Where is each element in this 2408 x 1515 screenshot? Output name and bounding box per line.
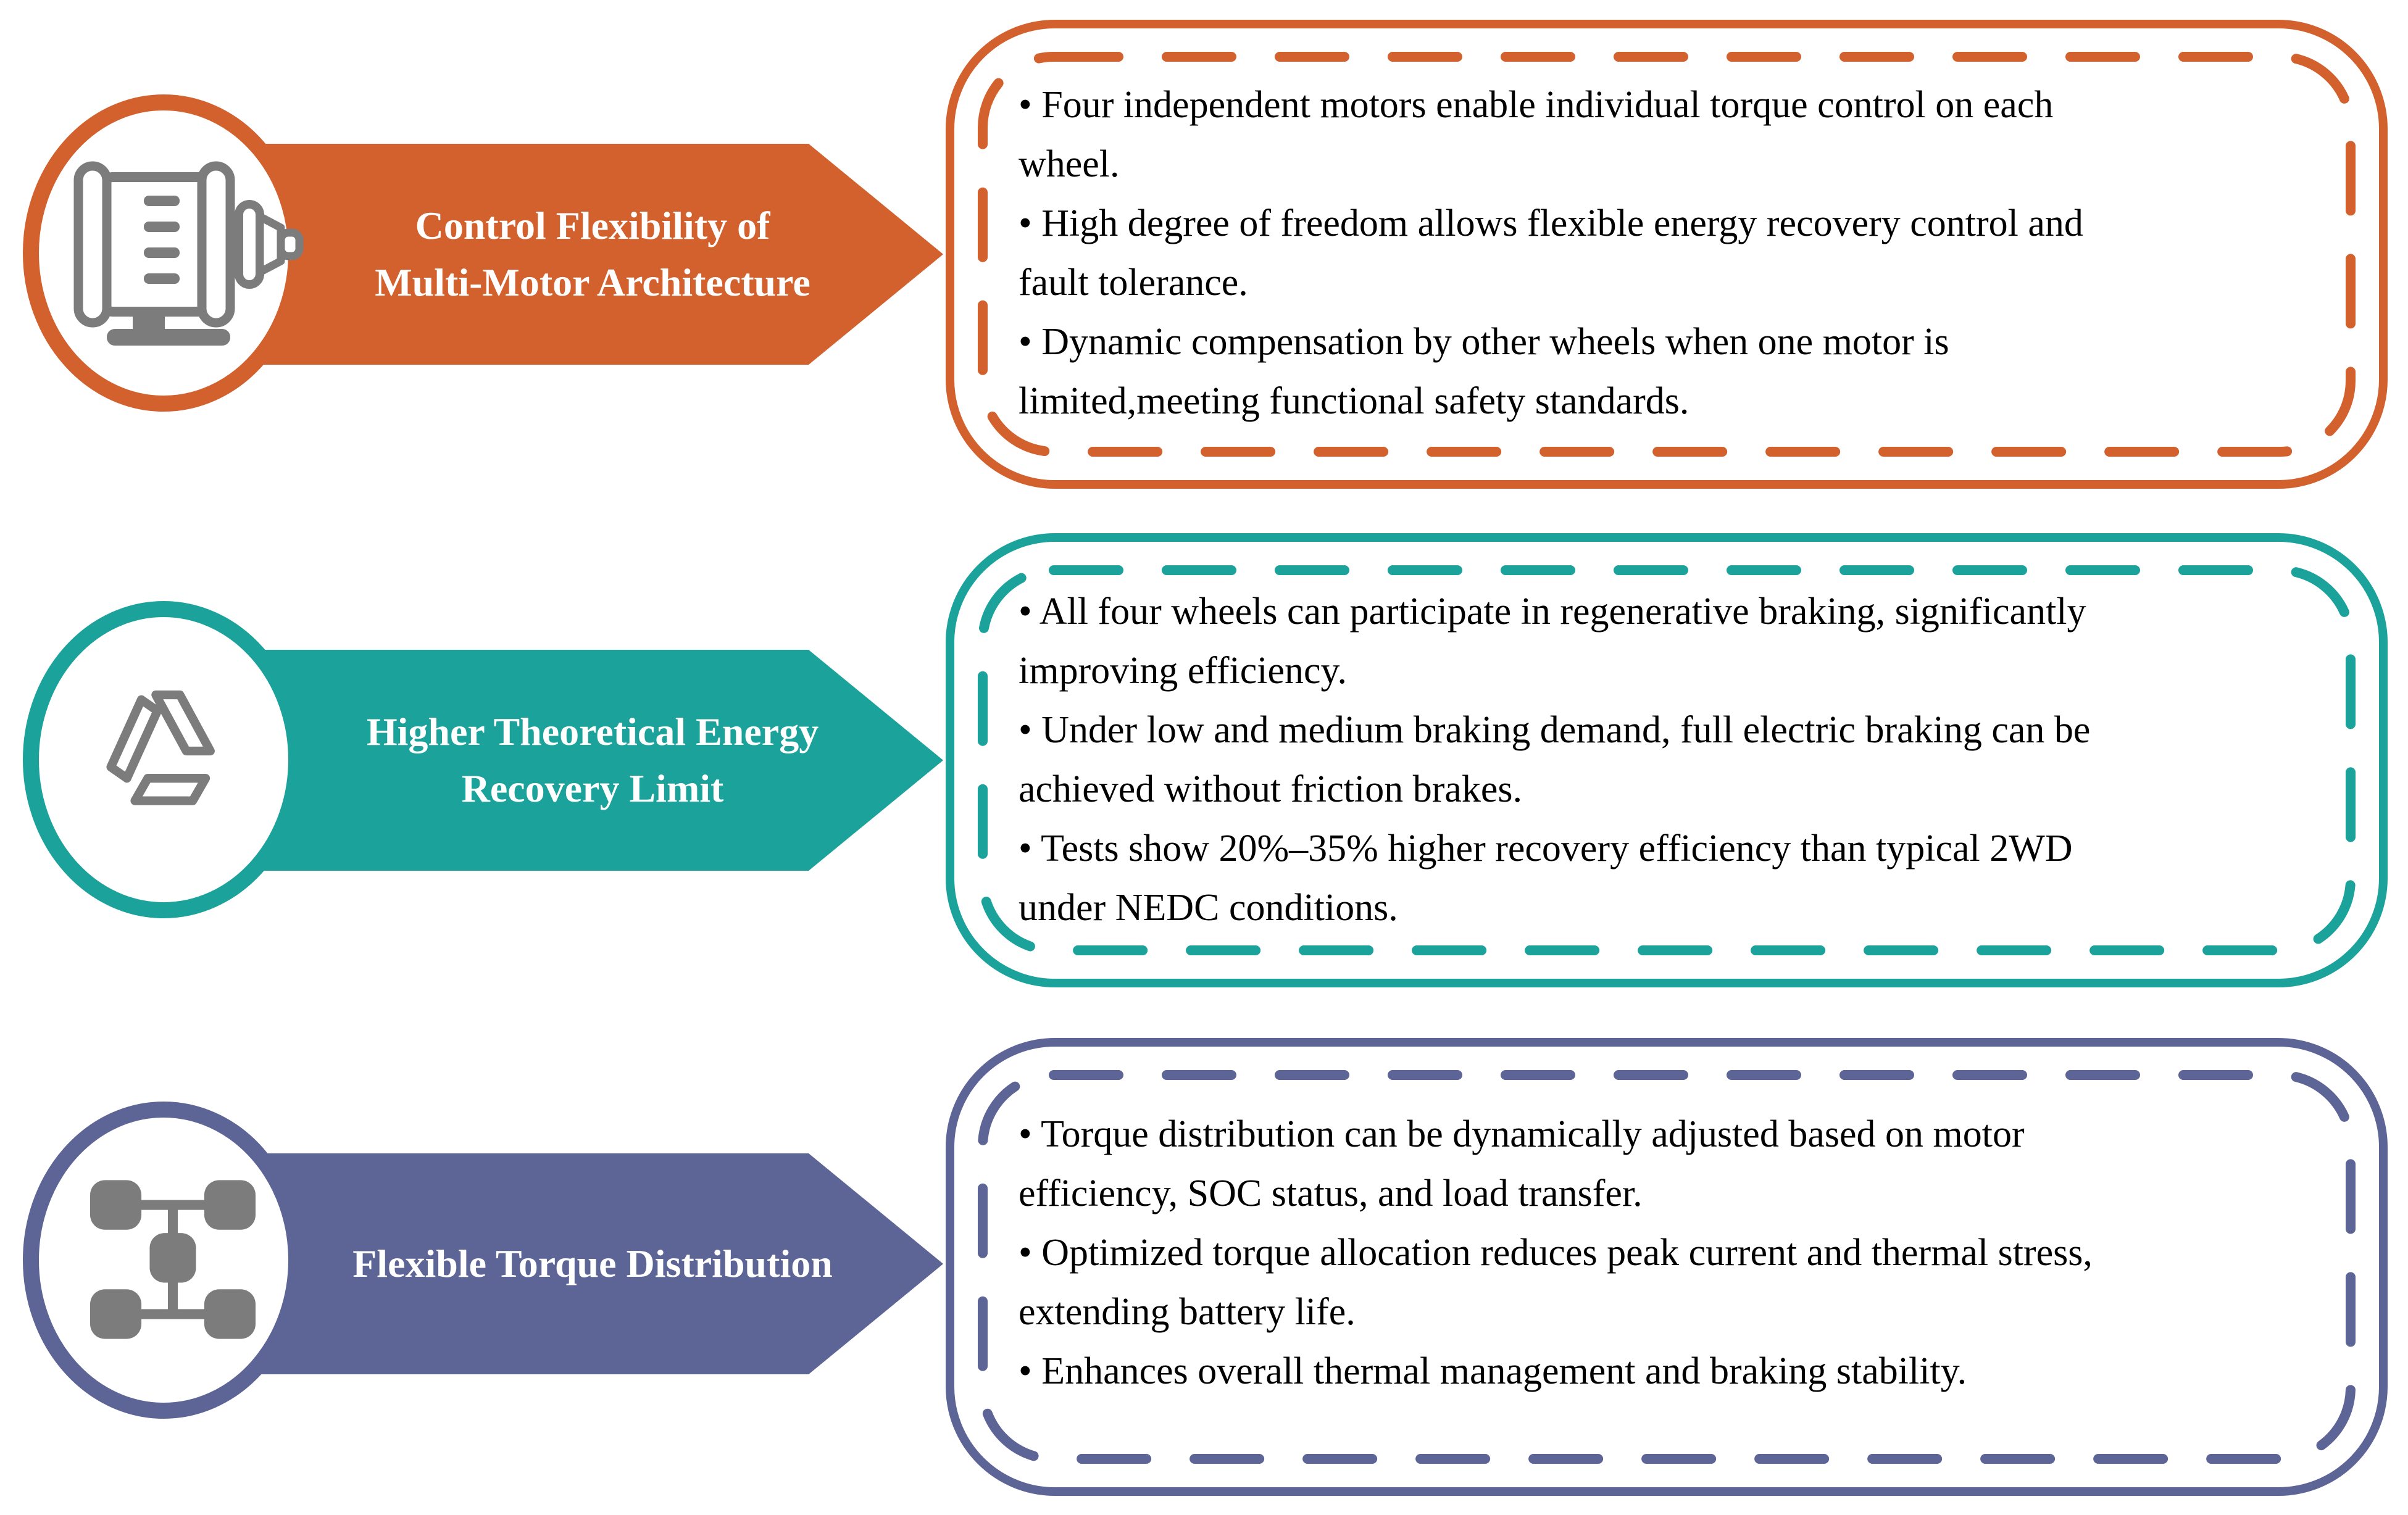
banner-title: Control Flexibility of Multi-Motor Archit… xyxy=(336,197,849,311)
box-inner-dashed-border xyxy=(978,1070,2356,1464)
text-line: Multi-Motor Architecture xyxy=(375,260,810,304)
text-line: improving efficiency. xyxy=(1019,650,1347,692)
text-line: Flexible Torque Distribution xyxy=(352,1242,833,1285)
text-line: efficiency, SOC status, and load transfe… xyxy=(1019,1173,1643,1214)
banner-arrow xyxy=(216,650,943,871)
detail-box xyxy=(946,20,2388,489)
detail-box xyxy=(946,1038,2388,1496)
text-line: Control Flexibility of xyxy=(415,204,770,247)
text-line: • Dynamic compensation by other wheels w… xyxy=(1019,321,1949,363)
drive-triangle-icon xyxy=(106,690,215,805)
text-line: • Optimized torque allocation reduces pe… xyxy=(1019,1232,2093,1274)
text-line: • Tests show 20%–35% higher recovery eff… xyxy=(1019,828,2073,870)
text-line: • Torque distribution can be dynamically… xyxy=(1019,1113,2025,1155)
bullet-list: • Torque distribution can be dynamically… xyxy=(1019,1105,2364,1401)
banner-title: Flexible Torque Distribution xyxy=(336,1235,849,1292)
detail-box xyxy=(946,533,2388,987)
text-line: fault tolerance. xyxy=(1019,262,1248,304)
text-line: • Four independent motors enable individ… xyxy=(1019,84,2054,126)
text-line: • Under low and medium braking demand, f… xyxy=(1019,709,2091,751)
bullet-list: • Four independent motors enable individ… xyxy=(1019,75,2364,431)
text-line: • Enhances overall thermal management an… xyxy=(1019,1350,1967,1392)
text-line: Higher Theoretical Energy xyxy=(366,710,819,753)
arrow-banner-shape xyxy=(216,1153,943,1374)
vehicle-chassis-icon xyxy=(90,1180,256,1339)
text-line: under NEDC conditions. xyxy=(1019,887,1398,929)
text-line: limited,meeting functional safety standa… xyxy=(1019,380,1689,422)
bullet-list: • All four wheels can participate in reg… xyxy=(1019,582,2364,937)
text-line: wheel. xyxy=(1019,143,1120,185)
box-outer-border xyxy=(946,1038,2388,1496)
box-inner-dashed-border xyxy=(978,52,2356,457)
text-line: • High degree of freedom allows flexible… xyxy=(1019,202,2083,244)
badge-ring xyxy=(23,601,304,918)
box-outer-border xyxy=(946,533,2388,987)
text-line: extending battery life. xyxy=(1019,1291,1356,1333)
arrow-banner-shape xyxy=(216,650,943,871)
box-outer-border xyxy=(946,20,2388,489)
arrow-banner-shape xyxy=(216,144,943,365)
box-inner-dashed-border xyxy=(978,565,2356,955)
text-line: Recovery Limit xyxy=(461,766,724,810)
text-line: achieved without friction brakes. xyxy=(1019,768,1523,810)
electric-motor-icon xyxy=(73,161,304,346)
banner-arrow xyxy=(216,144,943,365)
icon-badge xyxy=(23,601,304,918)
text-line: • All four wheels can participate in reg… xyxy=(1019,591,2086,633)
banner-arrow xyxy=(216,1153,943,1374)
